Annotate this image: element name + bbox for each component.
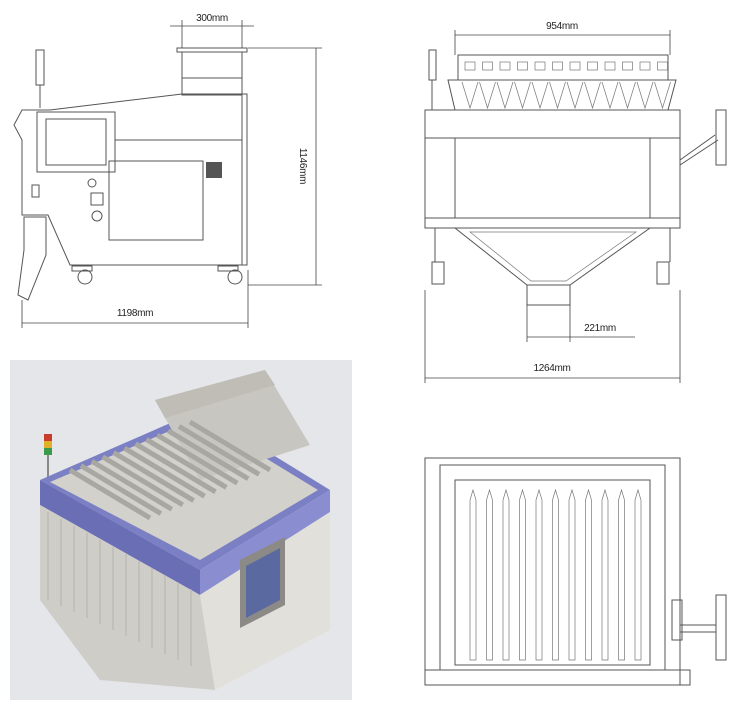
front-hopper-cell bbox=[499, 61, 511, 71]
front-chute bbox=[549, 81, 566, 110]
height-label: 1146mm bbox=[297, 148, 308, 184]
front-chute bbox=[514, 81, 531, 110]
front-hopper-cell bbox=[464, 61, 476, 71]
render-chute bbox=[177, 424, 261, 477]
front-hopper-cell bbox=[569, 61, 581, 71]
render-chute bbox=[155, 432, 239, 486]
top-divider-blade bbox=[502, 488, 510, 661]
front-chute bbox=[531, 81, 549, 110]
top-view-drawing bbox=[424, 457, 727, 686]
outlet-width-label: 221mm bbox=[584, 323, 616, 334]
top-divider-blade bbox=[519, 488, 526, 661]
top-divider-blade bbox=[486, 488, 493, 661]
render-chute bbox=[101, 454, 185, 508]
top-divider-blade bbox=[535, 488, 543, 661]
side-view-drawing bbox=[13, 20, 322, 328]
render-chute bbox=[166, 428, 250, 481]
top-divider-blade bbox=[552, 488, 559, 661]
render-chute bbox=[90, 459, 174, 512]
top-divider-blade bbox=[601, 488, 609, 661]
front-hopper-cell bbox=[604, 61, 616, 71]
front-chute bbox=[479, 81, 496, 110]
side-width-label: 1198mm bbox=[117, 308, 153, 319]
render-chute bbox=[123, 446, 206, 499]
hopper-span-label: 954mm bbox=[546, 21, 578, 32]
front-hopper-cell bbox=[587, 61, 598, 71]
front-hopper-cell bbox=[552, 61, 563, 71]
front-chute bbox=[496, 81, 514, 110]
top-divider-blade bbox=[469, 488, 477, 661]
front-chute bbox=[461, 81, 479, 110]
hopper-width-label: 300mm bbox=[196, 13, 228, 24]
front-chute bbox=[619, 81, 636, 110]
render-chute bbox=[145, 437, 228, 490]
top-divider-blade bbox=[568, 488, 576, 661]
render-chute bbox=[112, 450, 195, 503]
front-hopper-cell bbox=[517, 61, 528, 71]
machine-3d-render bbox=[10, 360, 352, 700]
panel-block bbox=[206, 162, 222, 178]
front-chute bbox=[636, 81, 654, 110]
render-chute bbox=[134, 441, 217, 494]
front-chute bbox=[566, 81, 584, 110]
front-hopper-cell bbox=[657, 61, 668, 71]
front-chute bbox=[584, 81, 601, 110]
render-chute bbox=[188, 419, 272, 473]
top-divider-blade bbox=[618, 488, 625, 661]
front-width-label: 1264mm bbox=[533, 363, 570, 374]
render-chute bbox=[68, 467, 152, 521]
front-chute bbox=[654, 81, 671, 110]
top-divider-blade bbox=[585, 488, 592, 661]
front-hopper-cell bbox=[622, 61, 633, 71]
render-chute bbox=[79, 463, 163, 516]
front-view-drawing bbox=[424, 30, 727, 383]
front-hopper-cell bbox=[534, 61, 546, 71]
front-hopper-cell bbox=[639, 61, 651, 71]
top-divider-blade bbox=[634, 488, 642, 661]
front-chute bbox=[601, 81, 619, 110]
front-hopper-cell bbox=[482, 61, 493, 71]
